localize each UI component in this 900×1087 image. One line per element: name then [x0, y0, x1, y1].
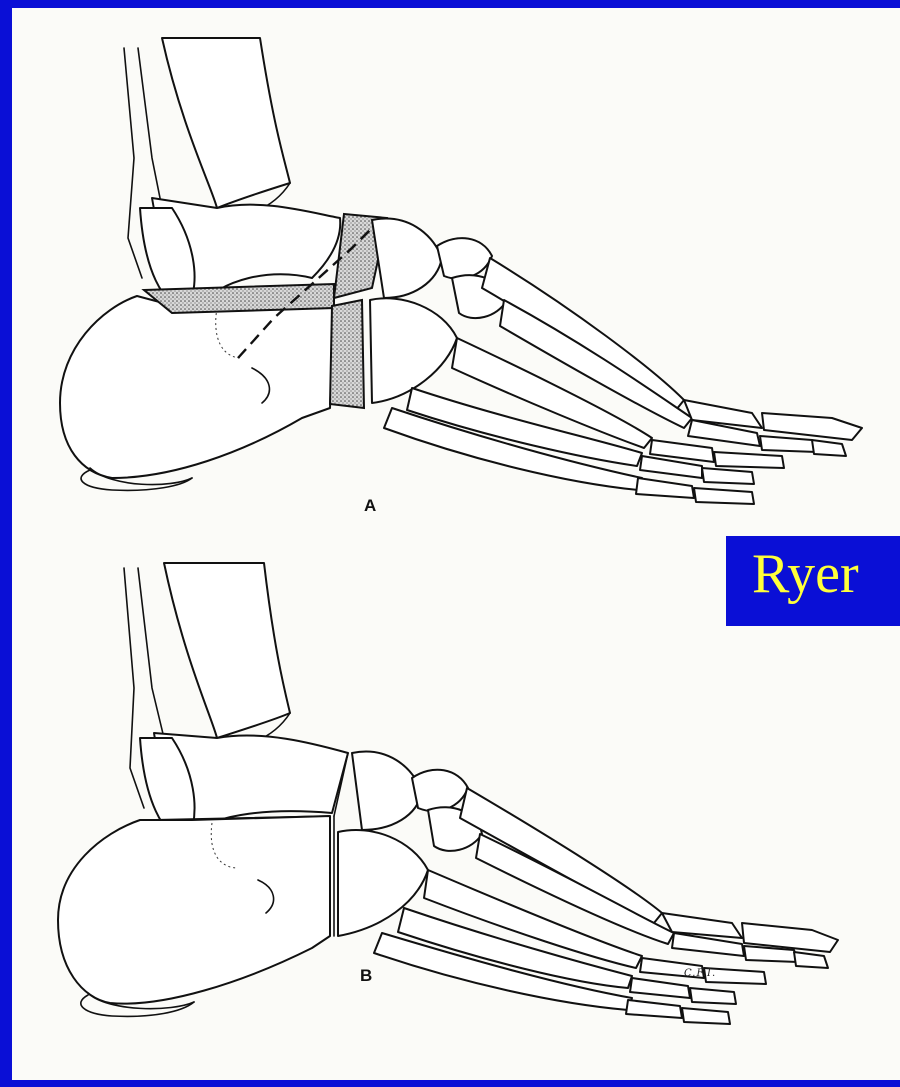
slide-title-box: Ryer — [726, 536, 900, 626]
artist-signature: C.F.I. — [684, 968, 716, 979]
panel-a-label: A — [364, 496, 376, 516]
foot-skeleton-b — [58, 563, 838, 1024]
foot-skeleton-a — [60, 38, 862, 504]
panel-b-label: B — [360, 966, 372, 986]
slide-title: Ryer — [752, 546, 859, 602]
